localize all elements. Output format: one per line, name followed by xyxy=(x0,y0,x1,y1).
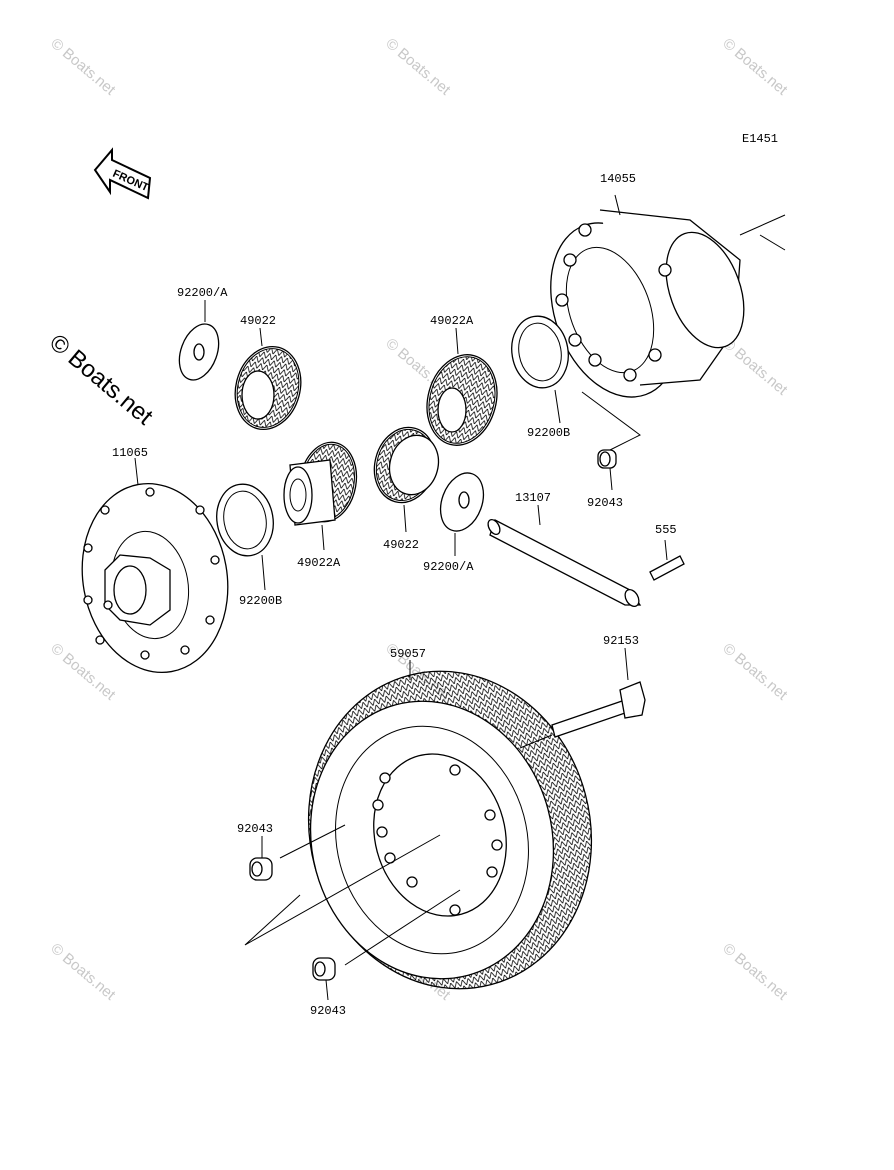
washer-92200a-bottom xyxy=(439,472,485,556)
label-49022-bottom: 49022 xyxy=(383,538,419,552)
label-49022a-top: 49022A xyxy=(430,314,474,328)
label-92153: 92153 xyxy=(603,634,639,648)
dowel-92043-right xyxy=(581,391,641,491)
diagram-code: E1451 xyxy=(742,132,778,146)
label-49022a-bottom: 49022A xyxy=(297,556,341,570)
washer-92200b-left xyxy=(216,483,274,591)
watermark-main: © Boats.net xyxy=(44,329,158,431)
front-arrow-icon: FRONT xyxy=(93,147,152,200)
washer-92200b-right xyxy=(511,315,569,424)
ring-gear xyxy=(244,660,593,990)
label-92043-bottom: 92043 xyxy=(310,1004,346,1018)
watermark: © Boats.net xyxy=(47,35,119,99)
differential-cover xyxy=(81,457,229,674)
label-11065: 11065 xyxy=(112,446,148,460)
label-14055: 14055 xyxy=(600,172,636,186)
watermark: © Boats.net xyxy=(719,640,791,704)
pin-555 xyxy=(649,539,685,581)
label-92200b-right: 92200B xyxy=(527,426,570,440)
bevel-gear-49022a-top xyxy=(426,327,498,446)
differential-case xyxy=(550,194,786,398)
label-59057: 59057 xyxy=(390,647,426,661)
label-13107: 13107 xyxy=(515,491,551,505)
bevel-gear-49022-top xyxy=(234,327,302,431)
watermark: © Boats.net xyxy=(382,35,454,99)
washer-92200a-top xyxy=(178,300,220,381)
watermark: © Boats.net xyxy=(719,35,791,99)
label-92043-right: 92043 xyxy=(587,496,623,510)
label-49022-top: 49022 xyxy=(240,314,276,328)
watermark: © Boats.net xyxy=(47,640,119,704)
label-92200a-bottom: 92200/A xyxy=(423,560,474,574)
watermark: © Boats.net xyxy=(719,940,791,1004)
label-92200a-top: 92200/A xyxy=(177,286,228,300)
dowel-92043-left xyxy=(249,836,273,881)
bolt-92153 xyxy=(519,647,646,749)
label-92043-left: 92043 xyxy=(237,822,273,836)
label-555: 555 xyxy=(655,523,677,537)
bevel-gear-49022-bottom xyxy=(373,426,440,533)
bevel-gear-49022a-bottom xyxy=(283,441,358,551)
label-92200b-left: 92200B xyxy=(239,594,282,608)
watermark: © Boats.net xyxy=(47,940,119,1004)
dowel-92043-bottom xyxy=(312,957,336,1001)
pinion-shaft xyxy=(487,504,642,608)
